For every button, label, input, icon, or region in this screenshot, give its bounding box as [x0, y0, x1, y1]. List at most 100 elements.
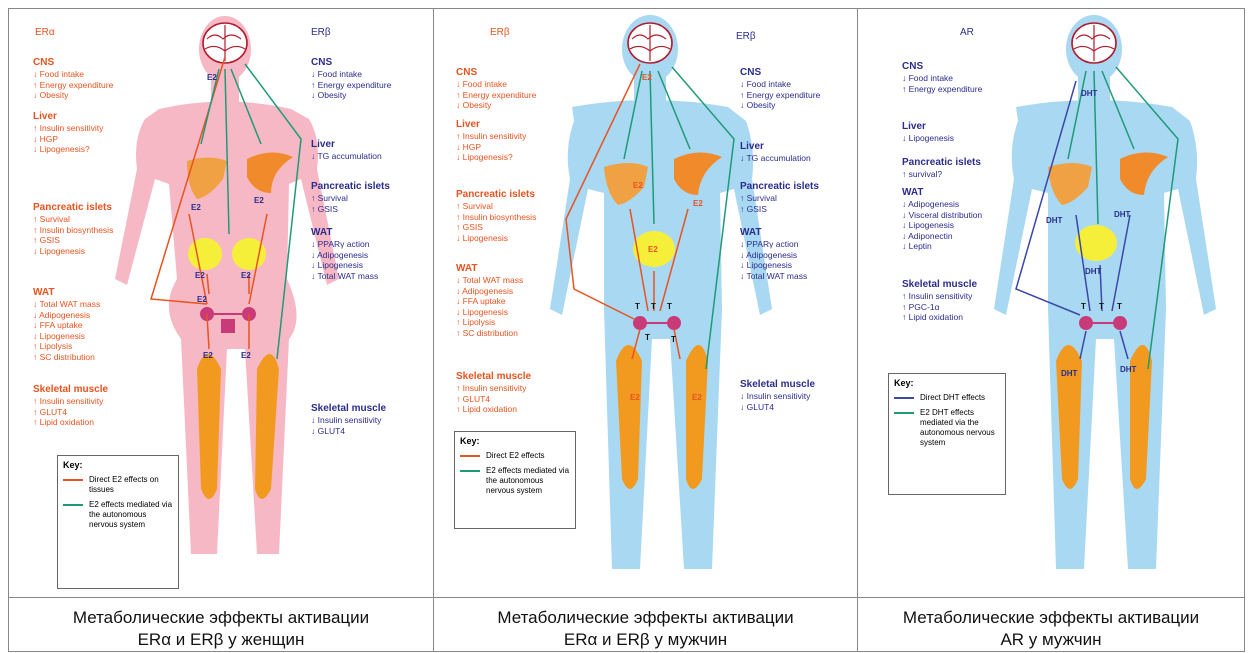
hormone-label-brain: DHT [1081, 89, 1097, 98]
key-item-neural: E2 effects mediated via the autonomous n… [89, 500, 173, 530]
hormone-label-wat: E2 [241, 271, 251, 280]
effect-line: ↑ Insulin biosynthesis [456, 212, 536, 223]
effect-line: ↑ Energy expenditure [311, 80, 391, 91]
hormone-label-brain: E2 [642, 73, 652, 82]
effect-block: Pancreatic islets↑ survival? [902, 157, 981, 180]
effect-line: ↑ GSIS [740, 204, 819, 215]
effect-line: ↑ PGC-1α [902, 302, 977, 313]
effect-line: ↑ SC distribution [33, 352, 100, 363]
effect-line: ↓ Lipogenesis [740, 260, 807, 271]
effect-line: ↑ Lipid oxidation [902, 312, 977, 323]
effect-line: ↓ Insulin sensitivity [311, 415, 386, 426]
effect-line: ↓ Food intake [740, 79, 820, 90]
effect-line: ↓ Adipogenesis [456, 286, 523, 297]
effect-line: ↑ Energy expenditure [33, 80, 113, 91]
effect-heading: WAT [456, 263, 523, 275]
effect-line: ↓ FFA uptake [456, 296, 523, 307]
left-title: ERα [35, 27, 55, 39]
effect-line: ↑ Insulin sensitivity [456, 383, 531, 394]
effect-heading: CNS [456, 67, 536, 79]
caption-panel-1: Метаболические эффекты активации ERα и E… [9, 607, 433, 653]
effect-block: WAT↓ Adipogenesis↓ Visceral distribution… [902, 187, 982, 252]
effect-block: Pancreatic islets↑ Survival↑ Insulin bio… [456, 189, 536, 243]
effect-heading: Pancreatic islets [311, 181, 390, 193]
key-item-direct: Direct DHT effects [920, 393, 985, 403]
testosterone-label: T [1081, 302, 1086, 311]
male-body [994, 15, 1216, 569]
effect-line: ↓ PPARγ action [311, 239, 378, 250]
caption-line: ERα и ERβ у мужчин [434, 629, 857, 651]
effect-block: WAT↓ Total WAT mass↓ Adipogenesis↓ FFA u… [33, 287, 100, 362]
hormone-label-pancreas: E2 [254, 196, 264, 205]
caption-panel-2: Метаболические эффекты активации ERα и E… [434, 607, 857, 653]
hormone-label-wat: E2 [195, 271, 205, 280]
effect-line: ↓ TG accumulation [740, 153, 811, 164]
effect-line: ↑ Insulin sensitivity [456, 131, 526, 142]
hormone-label-wat: E2 [648, 245, 658, 254]
testosterone-label: T [671, 335, 676, 344]
panel-women-er: E2 E2 E2 E2 E2 E2 E2 E2 ERα ERβ Key: Dir… [9, 9, 433, 605]
effect-line: ↓ Insulin sensitivity [740, 391, 815, 402]
effect-block: Skeletal muscle↑ Insulin sensitivity↑ GL… [456, 371, 531, 415]
caption-line: Метаболические эффекты активации [434, 607, 857, 629]
key-item-direct: Direct E2 effects on tissues [89, 475, 173, 495]
testosterone-label: T [667, 302, 672, 311]
effect-line: ↓ Obesity [311, 90, 391, 101]
effect-line: ↓ Obesity [33, 90, 113, 101]
effect-line: ↑ SC distribution [456, 328, 523, 339]
dht-line-swatch [894, 397, 914, 399]
caption-line: Метаболические эффекты активации [858, 607, 1244, 629]
effect-line: ↑ Insulin sensitivity [33, 396, 108, 407]
effect-line: ↓ Food intake [902, 73, 982, 84]
neural-line-swatch [460, 470, 480, 472]
effect-line: ↑ Lipolysis [33, 341, 100, 352]
right-title: ERβ [311, 27, 331, 39]
effect-heading: Pancreatic islets [902, 157, 981, 169]
effect-line: ↓ Food intake [311, 69, 391, 80]
effect-line: ↓ Lipogenesis [456, 307, 523, 318]
hormone-label-muscle: E2 [203, 351, 213, 360]
effect-line: ↓ HGP [33, 134, 103, 145]
effect-heading: Pancreatic islets [740, 181, 819, 193]
effect-block: Pancreatic islets↑ Survival↑ Insulin bio… [33, 202, 113, 256]
effect-block: Pancreatic islets↑ Survival↑ GSIS [740, 181, 819, 214]
effect-line: ↓ Food intake [33, 69, 113, 80]
effect-line: ↓ Adipogenesis [902, 199, 982, 210]
effect-line: ↓ HGP [456, 142, 526, 153]
effect-block: CNS↓ Food intake↑ Energy expenditure↓ Ob… [33, 57, 113, 101]
neural-line-swatch [63, 504, 83, 506]
effect-line: ↓ Lipogenesis? [456, 152, 526, 163]
effect-line: ↓ Lipogenesis [902, 133, 954, 144]
effect-line: ↓ Obesity [740, 100, 820, 111]
effect-block: Liver↑ Insulin sensitivity↓ HGP↓ Lipogen… [456, 119, 526, 163]
effect-line: ↑ Insulin sensitivity [33, 123, 103, 134]
key-box: Key: Direct DHT effects E2 DHT effects m… [888, 373, 1006, 495]
caption-line: AR у мужчин [858, 629, 1244, 651]
effect-block: WAT↓ PPARγ action↓ Adipogenesis↓ Lipogen… [311, 227, 378, 281]
effect-block: Skeletal muscle↑ Insulin sensitivity↑ PG… [902, 279, 977, 323]
left-title: ERβ [490, 27, 510, 39]
effect-line: ↑ survival? [902, 169, 981, 180]
left-title: AR [960, 27, 974, 39]
hormone-label-brain: E2 [207, 73, 217, 82]
hormone-label-muscle: E2 [241, 351, 251, 360]
muscle-icons [1056, 345, 1152, 489]
effect-line: ↑ Survival [311, 193, 390, 204]
effect-heading: Liver [311, 139, 382, 151]
brain-icon [628, 23, 672, 63]
effect-line: ↑ GSIS [311, 204, 390, 215]
caption-line: ERα и ERβ у женщин [9, 629, 433, 651]
testosterone-label: T [635, 302, 640, 311]
effect-heading: WAT [33, 287, 100, 299]
effect-heading: Pancreatic islets [456, 189, 536, 201]
effect-line: ↓ Total WAT mass [33, 299, 100, 310]
effect-heading: WAT [740, 227, 807, 239]
effect-block: Skeletal muscle↓ Insulin sensitivity↓ GL… [740, 379, 815, 412]
effect-block: WAT↓ PPARγ action↓ Adipogenesis↓ Lipogen… [740, 227, 807, 281]
effect-heading: CNS [740, 67, 820, 79]
key-title: Key: [894, 378, 1000, 388]
effect-block: Skeletal muscle↑ Insulin sensitivity↑ GL… [33, 384, 108, 428]
effect-line: ↑ Insulin sensitivity [902, 291, 977, 302]
effect-line: ↑ Survival [33, 214, 113, 225]
effect-heading: Skeletal muscle [456, 371, 531, 383]
